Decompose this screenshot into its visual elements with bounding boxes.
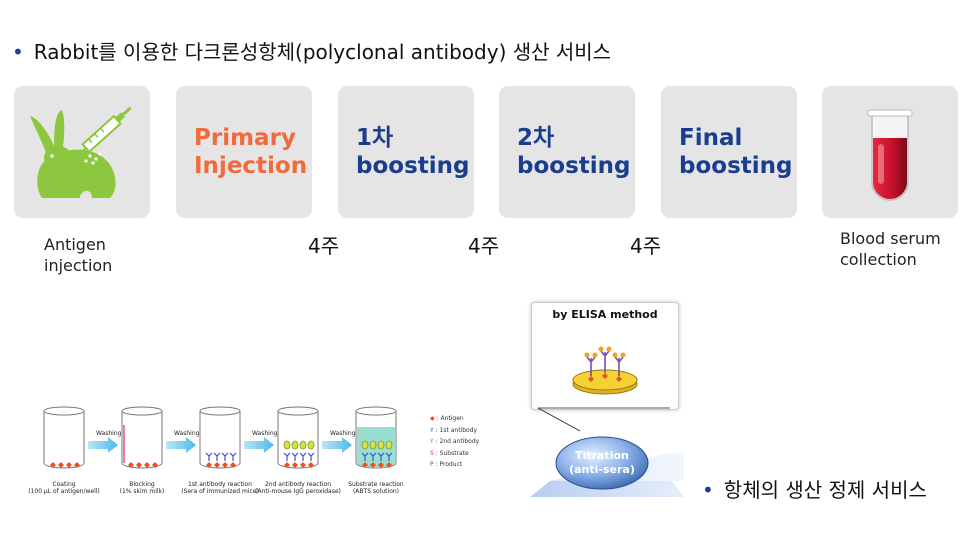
wash-label-2: Washing	[174, 430, 200, 437]
interval-3: 4주	[630, 234, 662, 258]
titration-graphic	[530, 407, 684, 497]
step-blood-serum	[822, 86, 958, 218]
stage-caption-blocking: Blocking(1% skim milk)	[119, 481, 165, 495]
step-first-boosting-label: 1차 boosting	[356, 125, 470, 179]
step-antigen-injection	[14, 86, 150, 218]
legend-antigen: ◆ : Antigen	[430, 415, 464, 422]
step-first-boosting: 1차 boosting	[338, 86, 474, 218]
step-primary-label: Primary Injection	[194, 125, 308, 179]
footer-title: • 항체의 생산 정제 서비스	[702, 474, 927, 503]
title-bullet: •	[12, 40, 24, 64]
title-text: Rabbit를 이용한 다크론성항체(polyclonal antibody) …	[33, 40, 612, 64]
step-final-boosting-label: Final boosting	[679, 125, 793, 179]
well-coating	[43, 406, 85, 469]
well-blocking	[121, 406, 163, 469]
step-second-boosting: 2차 boosting	[499, 86, 635, 218]
wash-arrow-4	[322, 437, 352, 453]
stage-caption-substrate: Substrate reaction(ABTS solution)	[348, 481, 404, 495]
stage-caption-second-antibody: 2nd antibody reaction(Anti-mouse IgG per…	[255, 481, 341, 495]
step-primary-injection: Primary Injection	[176, 86, 312, 218]
legend-substrate: S : Substrate	[430, 449, 469, 457]
footer-bullet: •	[702, 478, 714, 502]
wash-arrow-1	[88, 437, 118, 453]
wash-label-4: Washing	[330, 430, 356, 437]
stage-caption-coating: Coating(100 μL of antigen/well)	[28, 481, 100, 495]
step-final-boosting: Final boosting	[661, 86, 797, 218]
elisa-legend: ◆ : Antigen Y : 1st antibody Y : 2nd ant…	[430, 413, 479, 471]
elisa-method-title: by ELISA method	[552, 308, 658, 321]
wash-arrow-2	[166, 437, 196, 453]
stage-caption-first-antibody: 1st antibody reaction(Sera of immunized …	[181, 481, 259, 495]
legend-second-antibody: Y : 2nd antibody	[430, 438, 480, 445]
caption-blood-serum: Blood serum collection	[840, 229, 941, 269]
wash-label-3: Washing	[252, 430, 278, 437]
well-substrate	[355, 406, 397, 469]
legend-product: P : Product	[430, 461, 463, 468]
elisa-procedure-diagram	[43, 406, 397, 469]
well-first-antibody	[199, 406, 241, 469]
wash-arrow-3	[244, 437, 274, 453]
titration-label: Titration (anti-sera)	[569, 449, 635, 476]
page-title: • Rabbit를 이용한 다크론성항체(polyclonal antibody)…	[12, 36, 611, 65]
elisa-plate-icon	[572, 346, 638, 395]
blood-tube-icon	[867, 109, 913, 201]
interval-2: 4주	[468, 234, 500, 258]
rabbit-injection-icon	[30, 106, 132, 198]
interval-1: 4주	[308, 234, 340, 258]
wash-label-1: Washing	[96, 430, 122, 437]
footer-title-text: 항체의 생산 정제 서비스	[723, 478, 927, 502]
legend-first-antibody: Y : 1st antibody	[430, 426, 478, 434]
caption-antigen-injection: Antigen injection	[44, 235, 113, 275]
well-second-antibody	[277, 406, 319, 469]
step-second-boosting-label: 2차 boosting	[517, 125, 631, 179]
